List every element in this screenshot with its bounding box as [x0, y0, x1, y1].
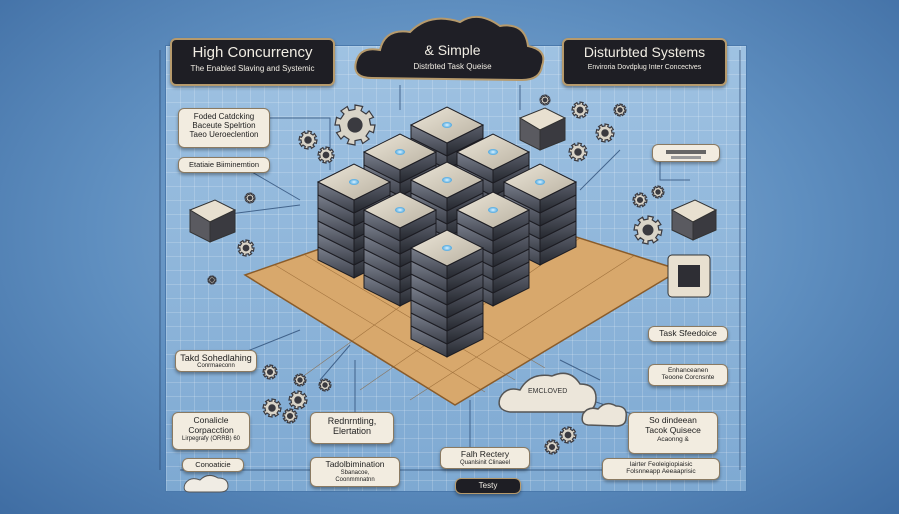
title-right-line2: Enviroria Dovdplug Inter Concectves — [587, 64, 702, 72]
gear-icon — [237, 239, 255, 257]
fault-recovery-title: Falh Rectery — [460, 449, 510, 459]
label-enhancement: Enhanceanen Teoone Corcnsnte — [648, 364, 728, 386]
server-led — [442, 122, 452, 128]
label-task-elimination: Tadolbimination Sbanacoe, Coonmmnatnn — [310, 457, 400, 487]
consistent-computation-title: Conalicle Corpacction — [188, 415, 234, 435]
server-unit — [409, 229, 485, 280]
fault-recovery-sub: Quanlsinit Clinaeel — [459, 459, 511, 466]
cloud-top — [354, 15, 545, 82]
label-task-scheduling: Takd Sohedlahing Conrmaeconn — [175, 350, 257, 372]
title-high-concurrency: High Concurrency The Enabled Slaving and… — [170, 38, 335, 86]
server-unit — [409, 106, 485, 157]
gear-icon — [568, 142, 588, 162]
gear-icon — [293, 373, 307, 387]
label-testy: Testy — [455, 478, 521, 494]
server-unit — [409, 161, 485, 212]
window-line — [671, 156, 701, 159]
small-cubes — [188, 107, 718, 298]
label-bottom-right: Iairter Feoleigiopiaisic Folsnneapp Aeea… — [602, 458, 720, 480]
label-left-bar: Etatiaie Biiminemtion — [178, 157, 270, 173]
cloud-badge-text: EMCLOVED — [528, 388, 567, 395]
server-unit — [362, 133, 438, 184]
server-led — [395, 207, 405, 213]
task-scheduling-sub: Conrmaeconn — [197, 363, 235, 370]
label-consistent-computation: Conalicle Corpacction Lirpegrafy (ORRB) … — [172, 412, 250, 450]
server-led — [535, 179, 545, 185]
gear-icon — [571, 101, 589, 119]
consistent-computation-sub: Lirpegrafy (ORRB) 60 — [181, 435, 241, 442]
window-bar — [666, 150, 706, 154]
gear-icon — [651, 185, 665, 199]
soundness-title: So dindeean Tacok Quisece — [645, 415, 701, 435]
gear-icon — [595, 123, 615, 143]
server-led — [488, 149, 498, 155]
gear-icon — [298, 130, 318, 150]
gear-icon — [318, 378, 332, 392]
gear-icon — [244, 192, 256, 204]
label-redundancy: Rednrntling, Elertation — [310, 412, 394, 444]
cloud-small — [183, 474, 229, 493]
label-soundness: So dindeean Tacok Quisece Acaonng & — [628, 412, 718, 454]
gear-icon — [282, 408, 298, 424]
server-unit — [455, 191, 531, 242]
task-elimination-title: Tadolbimination — [325, 459, 385, 469]
label-fault-recovery: Falh Rectery Quanlsinit Clinaeel — [440, 447, 530, 469]
title-left-line1: High Concurrency — [192, 44, 313, 61]
gear-icon — [544, 439, 560, 455]
cloud-bottom — [498, 372, 628, 427]
soundness-sub: Acaonng & — [657, 435, 689, 443]
gear-icon — [262, 364, 278, 380]
gear-icon — [539, 94, 551, 106]
gear-icon — [633, 215, 663, 245]
label-conceation: Conoaticie — [182, 458, 244, 472]
title-center-line2: Distrbted Task Queise — [413, 62, 492, 72]
gear-icon — [207, 275, 217, 285]
server-unit — [455, 133, 531, 184]
title-simple-queue: & Simple Distrbted Task Queise — [385, 36, 520, 76]
server-unit — [502, 163, 578, 214]
server-led — [442, 245, 452, 251]
gear-icon — [613, 103, 627, 117]
label-task-schedule: Task Sfeedoice — [648, 326, 728, 342]
gear-icon — [317, 146, 335, 164]
server-unit — [362, 191, 438, 242]
server-unit — [316, 163, 392, 214]
title-left-line2: The Enabled Slaving and Systemic — [190, 64, 315, 74]
server-led — [395, 149, 405, 155]
gear-icon — [262, 398, 282, 418]
server-led — [349, 179, 359, 185]
title-distributed-systems: Disturbted Systems Enviroria Dovdplug In… — [562, 38, 727, 86]
gear-icon — [559, 426, 577, 444]
label-left-top: Foded Catdcking Baceute Spelrtion Taeo U… — [178, 108, 270, 148]
gear-group — [207, 94, 665, 455]
title-right-line1: Disturbted Systems — [583, 44, 706, 60]
server-led — [442, 177, 452, 183]
server-led — [488, 207, 498, 213]
task-elimination-sub: Sbanacoe, Coonmmnatnn — [335, 469, 375, 483]
title-center-line1: & Simple — [424, 42, 481, 58]
task-scheduling-title: Takd Sohedlahing — [180, 353, 252, 363]
server-cluster — [316, 106, 578, 358]
gear-icon — [288, 390, 308, 410]
gear-icon — [632, 192, 648, 208]
gear-icon — [334, 104, 376, 146]
window-widget — [652, 144, 720, 162]
